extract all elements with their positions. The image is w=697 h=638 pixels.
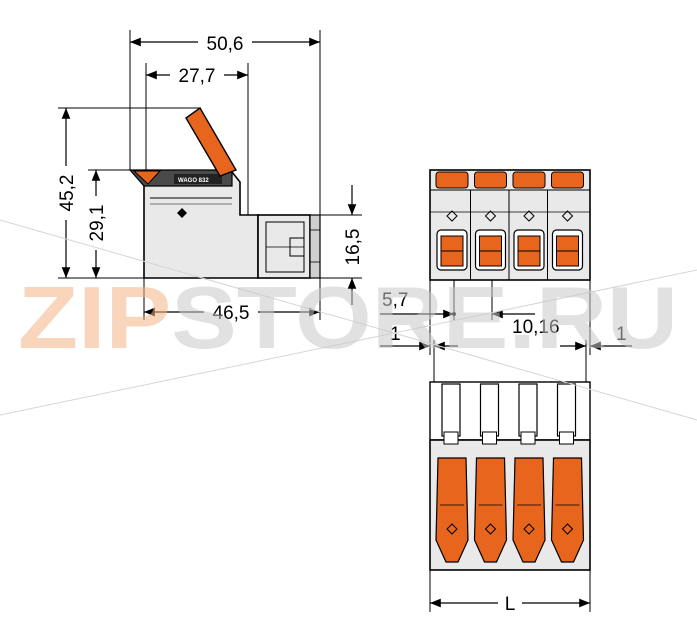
top-lever-1 (435, 457, 469, 563)
top-lever-3 (512, 457, 546, 563)
dim-pin-height: 16,5 (343, 229, 364, 266)
front-lever-2 (474, 171, 507, 189)
top-marker-icon-2 (484, 523, 497, 535)
dim-total-length: L (505, 594, 516, 615)
lever (185, 106, 238, 177)
dim-overall-length: 50,6 (207, 34, 244, 55)
front-poles (435, 171, 584, 280)
brand-label-text: WAGO 832 (178, 178, 209, 184)
release-wedge (132, 170, 162, 185)
front-marker-icon-1 (446, 210, 458, 222)
dim-left-margin: 1 (390, 324, 401, 345)
front-marker-icon-4 (561, 210, 574, 222)
dim-overall-height: 45,2 (57, 175, 78, 212)
front-lever-1 (435, 171, 469, 189)
dim-pitch: 10,16 (512, 317, 560, 338)
watermark-brand: ZIP (18, 268, 171, 367)
front-marker-icon-3 (523, 210, 535, 222)
pin-housing (257, 214, 311, 279)
top-marker-icon-1 (446, 523, 458, 535)
dim-body-height: 29,1 (87, 205, 108, 242)
dim-right-margin: 1 (616, 324, 627, 345)
top-lever-4 (550, 457, 585, 563)
dim-lever-offset: 27,7 (179, 66, 216, 87)
watermark-rest: STORE.RU (171, 268, 678, 367)
connector-body (143, 171, 259, 279)
front-lever-4 (551, 171, 584, 189)
front-marker-icon-2 (484, 210, 497, 222)
top-marker-icon-4 (561, 523, 574, 535)
top-marker-icon-3 (523, 523, 535, 535)
marking-diamond-icon (177, 208, 187, 218)
top-poles (435, 383, 585, 563)
dim-base-length: 46,5 (213, 303, 250, 324)
side-view: WAGO 832 50,6 27,7 (54, 30, 364, 324)
brand-label (174, 174, 222, 184)
dim-first-pin-offset: 5,7 (382, 290, 408, 311)
front-lever-3 (512, 171, 546, 189)
top-lever-2 (473, 457, 508, 563)
